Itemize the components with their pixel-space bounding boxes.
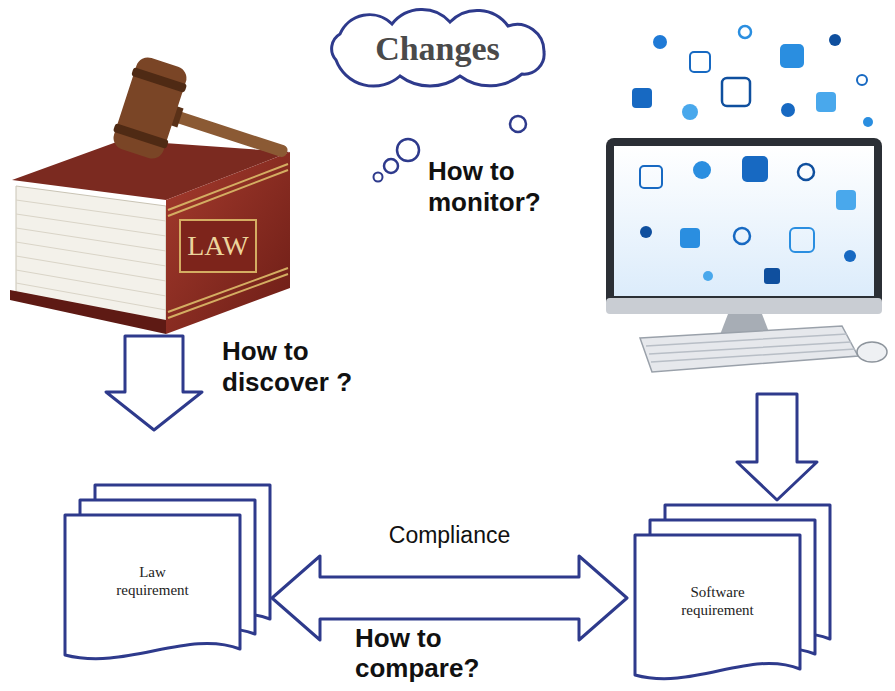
monitor-screen	[614, 146, 874, 296]
book-bottom-cover	[10, 290, 166, 334]
document-shape	[65, 485, 270, 665]
text-area: Software requirement	[635, 535, 800, 667]
gavel-band	[113, 123, 169, 149]
app-icon	[742, 156, 768, 182]
edge-label: Compliance	[385, 522, 514, 550]
monitor-chin	[606, 298, 882, 314]
cloud-outline	[332, 10, 544, 87]
mouse	[857, 342, 887, 362]
app-icon	[703, 271, 713, 281]
app-icon	[739, 26, 751, 38]
question-text: How to monitor?	[428, 156, 603, 218]
book-spine	[166, 152, 290, 334]
gavel-band	[131, 67, 187, 93]
down-arrow	[737, 394, 817, 500]
app-icon	[640, 166, 662, 188]
app-icon	[734, 228, 750, 244]
app-icon	[682, 104, 698, 120]
document-page	[635, 535, 800, 679]
app-icon	[680, 228, 700, 248]
page-lines	[16, 200, 166, 310]
node-text: Law requirement	[107, 563, 199, 599]
document-stack: Software requirement	[635, 505, 830, 685]
thought-bubble	[510, 116, 526, 132]
app-icon	[836, 190, 856, 210]
app-icon	[790, 228, 814, 252]
app-icon	[632, 88, 652, 108]
gavel-head	[110, 54, 189, 161]
app-icon	[693, 161, 711, 179]
computer	[606, 138, 887, 372]
down-arrow	[106, 336, 202, 430]
app-icon	[690, 52, 710, 72]
app-icon	[722, 78, 750, 106]
app-icon	[653, 35, 667, 49]
keyboard-keys	[646, 334, 855, 362]
thought-bubble	[384, 159, 398, 173]
app-icons	[632, 26, 873, 284]
law-book	[10, 140, 290, 334]
app-icon	[844, 250, 856, 262]
question-text: How to discover ?	[222, 336, 422, 398]
app-icon	[780, 44, 804, 68]
book-title: LAW	[180, 220, 256, 272]
node-text: Software requirement	[672, 583, 764, 619]
gavel-handle	[173, 110, 289, 158]
gavel	[109, 54, 302, 198]
app-icon	[816, 92, 836, 112]
thought-cloud: Changes	[310, 4, 565, 94]
document-page	[65, 515, 240, 659]
thought-bubble	[397, 139, 419, 161]
app-icon	[640, 226, 652, 238]
monitor-body	[606, 138, 882, 314]
app-icon	[829, 34, 841, 46]
keyboard	[640, 326, 858, 372]
app-icon	[781, 103, 795, 117]
question-text: How to compare?	[355, 624, 505, 684]
spine-label-frame	[180, 220, 256, 272]
app-icon	[863, 117, 873, 127]
spine-bands	[168, 164, 288, 318]
text-area: Law requirement	[65, 515, 240, 647]
app-icon	[857, 75, 867, 85]
document-stack: Law requirement	[65, 485, 270, 665]
app-icon	[764, 268, 780, 284]
text-area: Changes	[351, 20, 524, 78]
app-icon	[798, 164, 814, 180]
thought-bubble	[374, 173, 383, 182]
node-text: Changes	[375, 29, 500, 70]
